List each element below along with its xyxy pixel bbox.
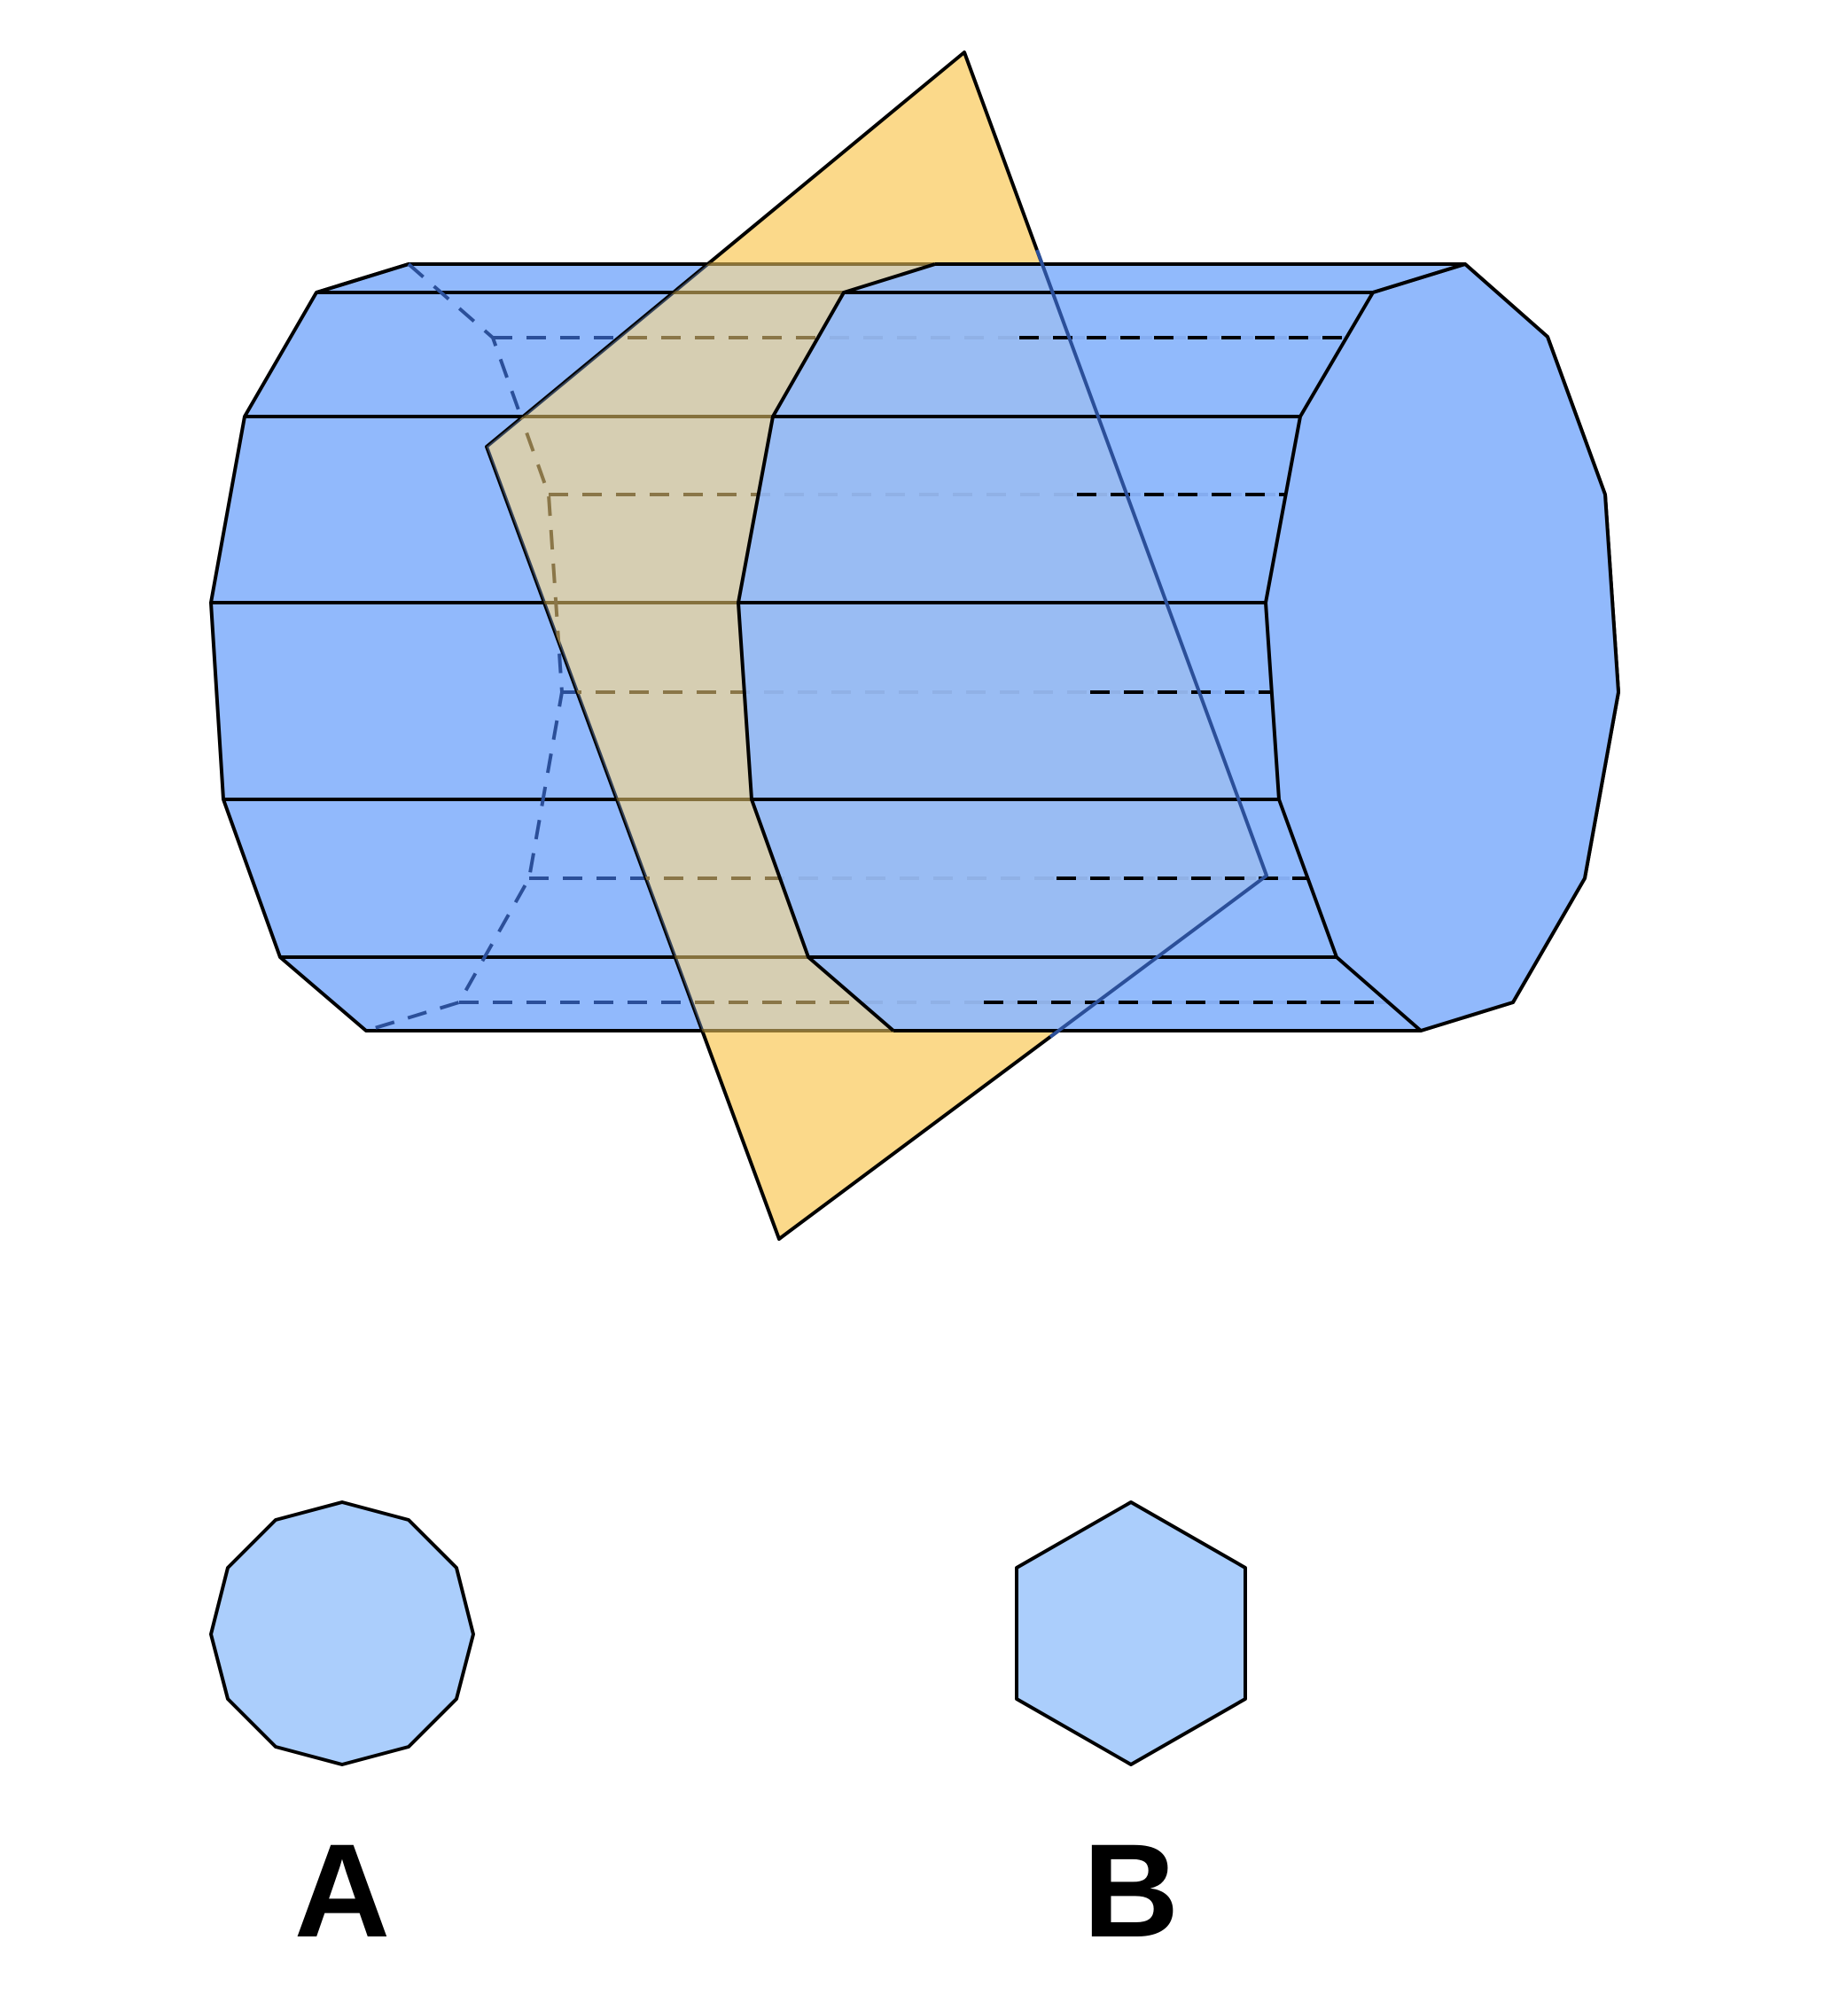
option-b-label: B — [1083, 1816, 1179, 1965]
decagon-shape — [209, 1500, 475, 1766]
prism-front-section — [737, 262, 1620, 1032]
hexagon-shape — [1015, 1500, 1247, 1766]
option-b[interactable]: B — [1015, 1500, 1247, 1965]
plane-edge-front — [1035, 249, 1268, 1039]
option-a-label: A — [294, 1816, 390, 1965]
prism-right-face — [1264, 262, 1620, 1032]
option-a[interactable]: A — [209, 1500, 475, 1965]
